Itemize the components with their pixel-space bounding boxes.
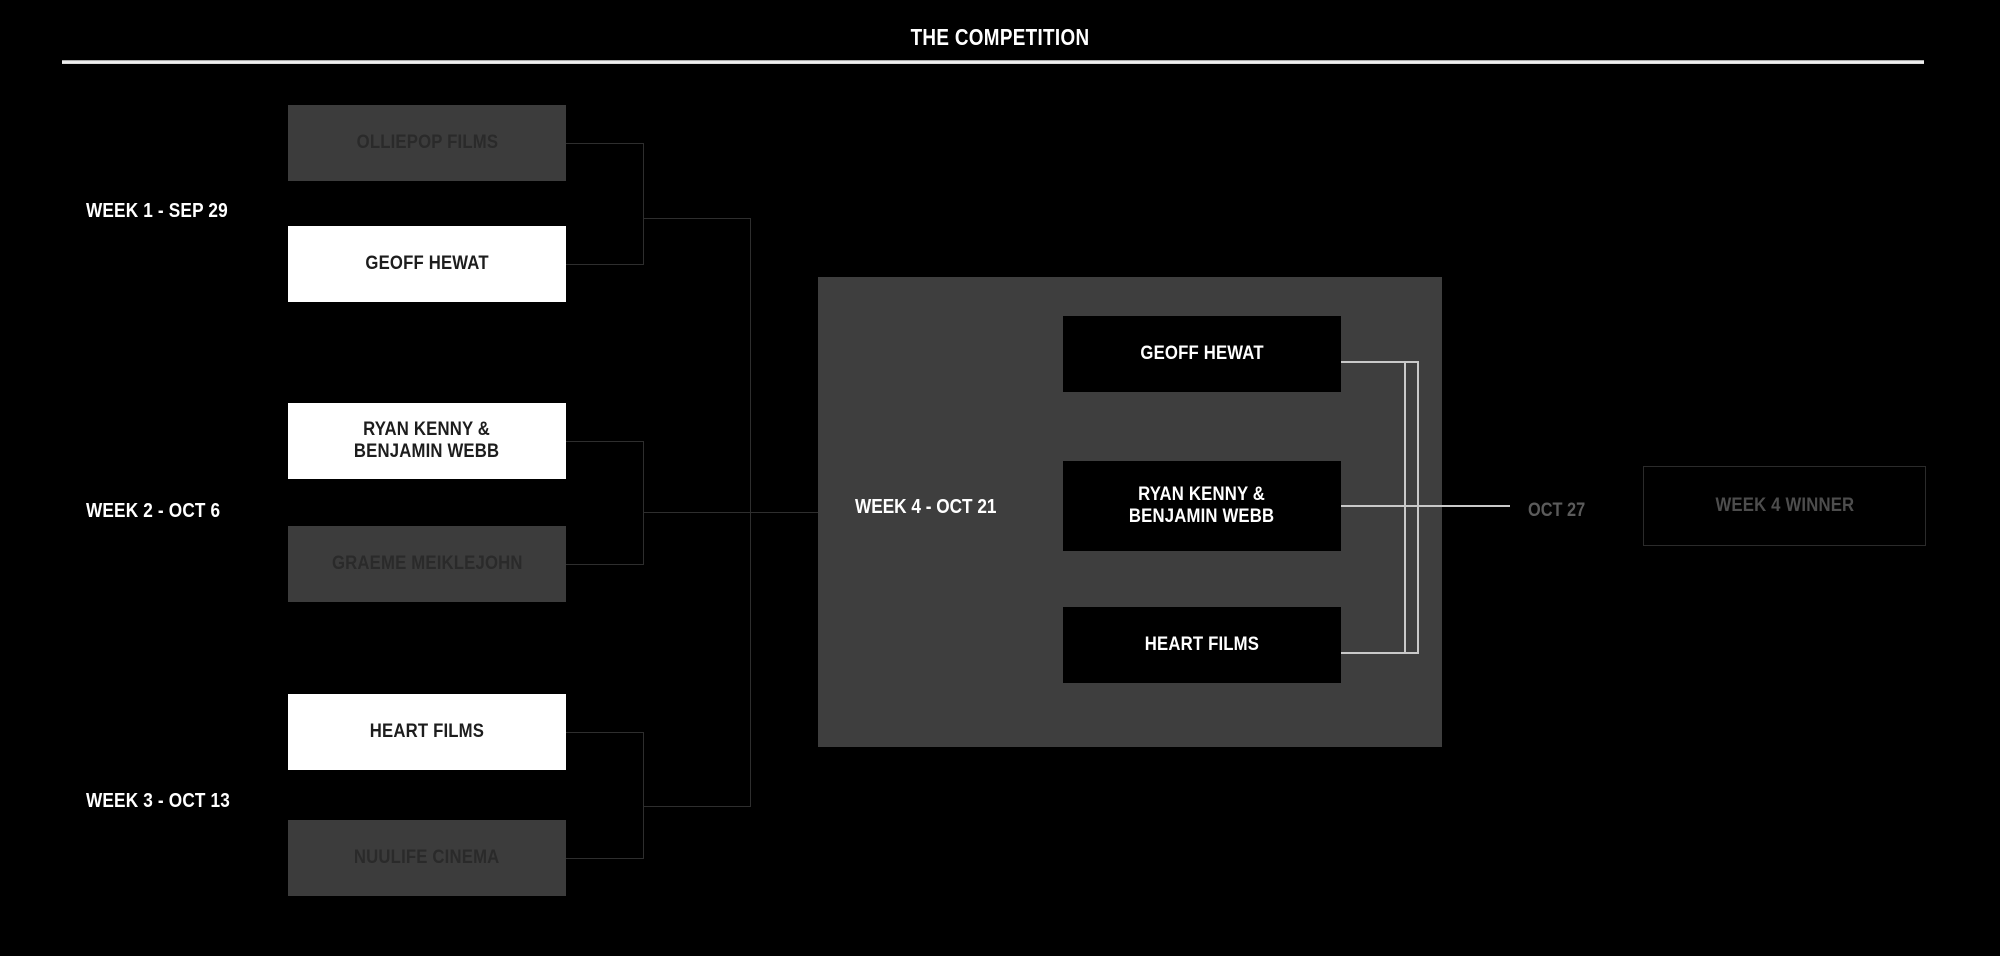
competitor-name: GEOFF HEWAT [365, 252, 489, 274]
final-winner-placeholder[interactable]: WEEK 4 WINNER [1643, 466, 1926, 546]
page-title: THE COMPETITION [910, 24, 1090, 50]
connector-spine [750, 218, 751, 807]
title-divider [62, 60, 1924, 64]
connector-semi-bottom-stub [1341, 652, 1419, 654]
competitor-box-graeme-meiklejohn[interactable]: GRAEME MEIKLEJOHN [288, 526, 566, 602]
connector-week2-top-stub [566, 441, 644, 442]
round-label-week-1: WEEK 1 - SEP 29 [86, 200, 228, 222]
semifinalist-box-heart-films[interactable]: HEART FILMS [1063, 607, 1341, 683]
semifinalist-name: GEOFF HEWAT [1140, 342, 1264, 364]
connector-semi-top-stub [1341, 361, 1419, 363]
connector-week1-bottom-stub [566, 264, 644, 265]
connector-week3-top-stub [566, 732, 644, 733]
competitor-name: HEART FILMS [369, 720, 485, 742]
competitor-name: NUULIFE CINEMA [354, 846, 500, 868]
connector-semi-outer-join [1417, 361, 1419, 654]
competitor-box-nuulife-cinema[interactable]: NUULIFE CINEMA [288, 820, 566, 896]
connector-semi-out [1341, 505, 1510, 507]
final-winner-label: WEEK 4 WINNER [1715, 495, 1854, 516]
semifinalist-box-ryan-kenny-benjamin-webb[interactable]: RYAN KENNY & BENJAMIN WEBB [1063, 461, 1341, 551]
competitor-box-heart-films[interactable]: HEART FILMS [288, 694, 566, 770]
connector-week2-bottom-stub [566, 564, 644, 565]
round-label-week-4: WEEK 4 - OCT 21 [855, 496, 997, 518]
competitor-name: OLLIEPOP FILMS [356, 131, 498, 153]
connector-week3-join [643, 732, 644, 859]
semifinalist-name: RYAN KENNY & BENJAMIN WEBB [1129, 483, 1275, 527]
competitor-name: GRAEME MEIKLEJOHN [331, 552, 523, 574]
semifinalist-name: HEART FILMS [1144, 633, 1260, 655]
final-date-label: OCT 27 [1528, 500, 1586, 521]
connector-week3-out [643, 806, 751, 807]
connector-semi-inner-join [1404, 361, 1406, 654]
connector-week3-bottom-stub [566, 858, 644, 859]
connector-week1-top-stub [566, 143, 644, 144]
competitor-name: RYAN KENNY & BENJAMIN WEBB [354, 418, 500, 462]
connector-week1-join [643, 143, 644, 265]
round-label-week-3: WEEK 3 - OCT 13 [86, 790, 231, 812]
semifinalist-box-geoff-hewat[interactable]: GEOFF HEWAT [1063, 316, 1341, 392]
competitor-box-ryan-kenny-benjamin-webb[interactable]: RYAN KENNY & BENJAMIN WEBB [288, 403, 566, 479]
competitor-box-olliepop-films[interactable]: OLLIEPOP FILMS [288, 105, 566, 181]
connector-week1-out [643, 218, 751, 219]
round-label-week-2: WEEK 2 - OCT 6 [86, 500, 221, 522]
connector-week2-out [643, 512, 823, 513]
competitor-box-geoff-hewat[interactable]: GEOFF HEWAT [288, 226, 566, 302]
connector-week2-join [643, 441, 644, 565]
